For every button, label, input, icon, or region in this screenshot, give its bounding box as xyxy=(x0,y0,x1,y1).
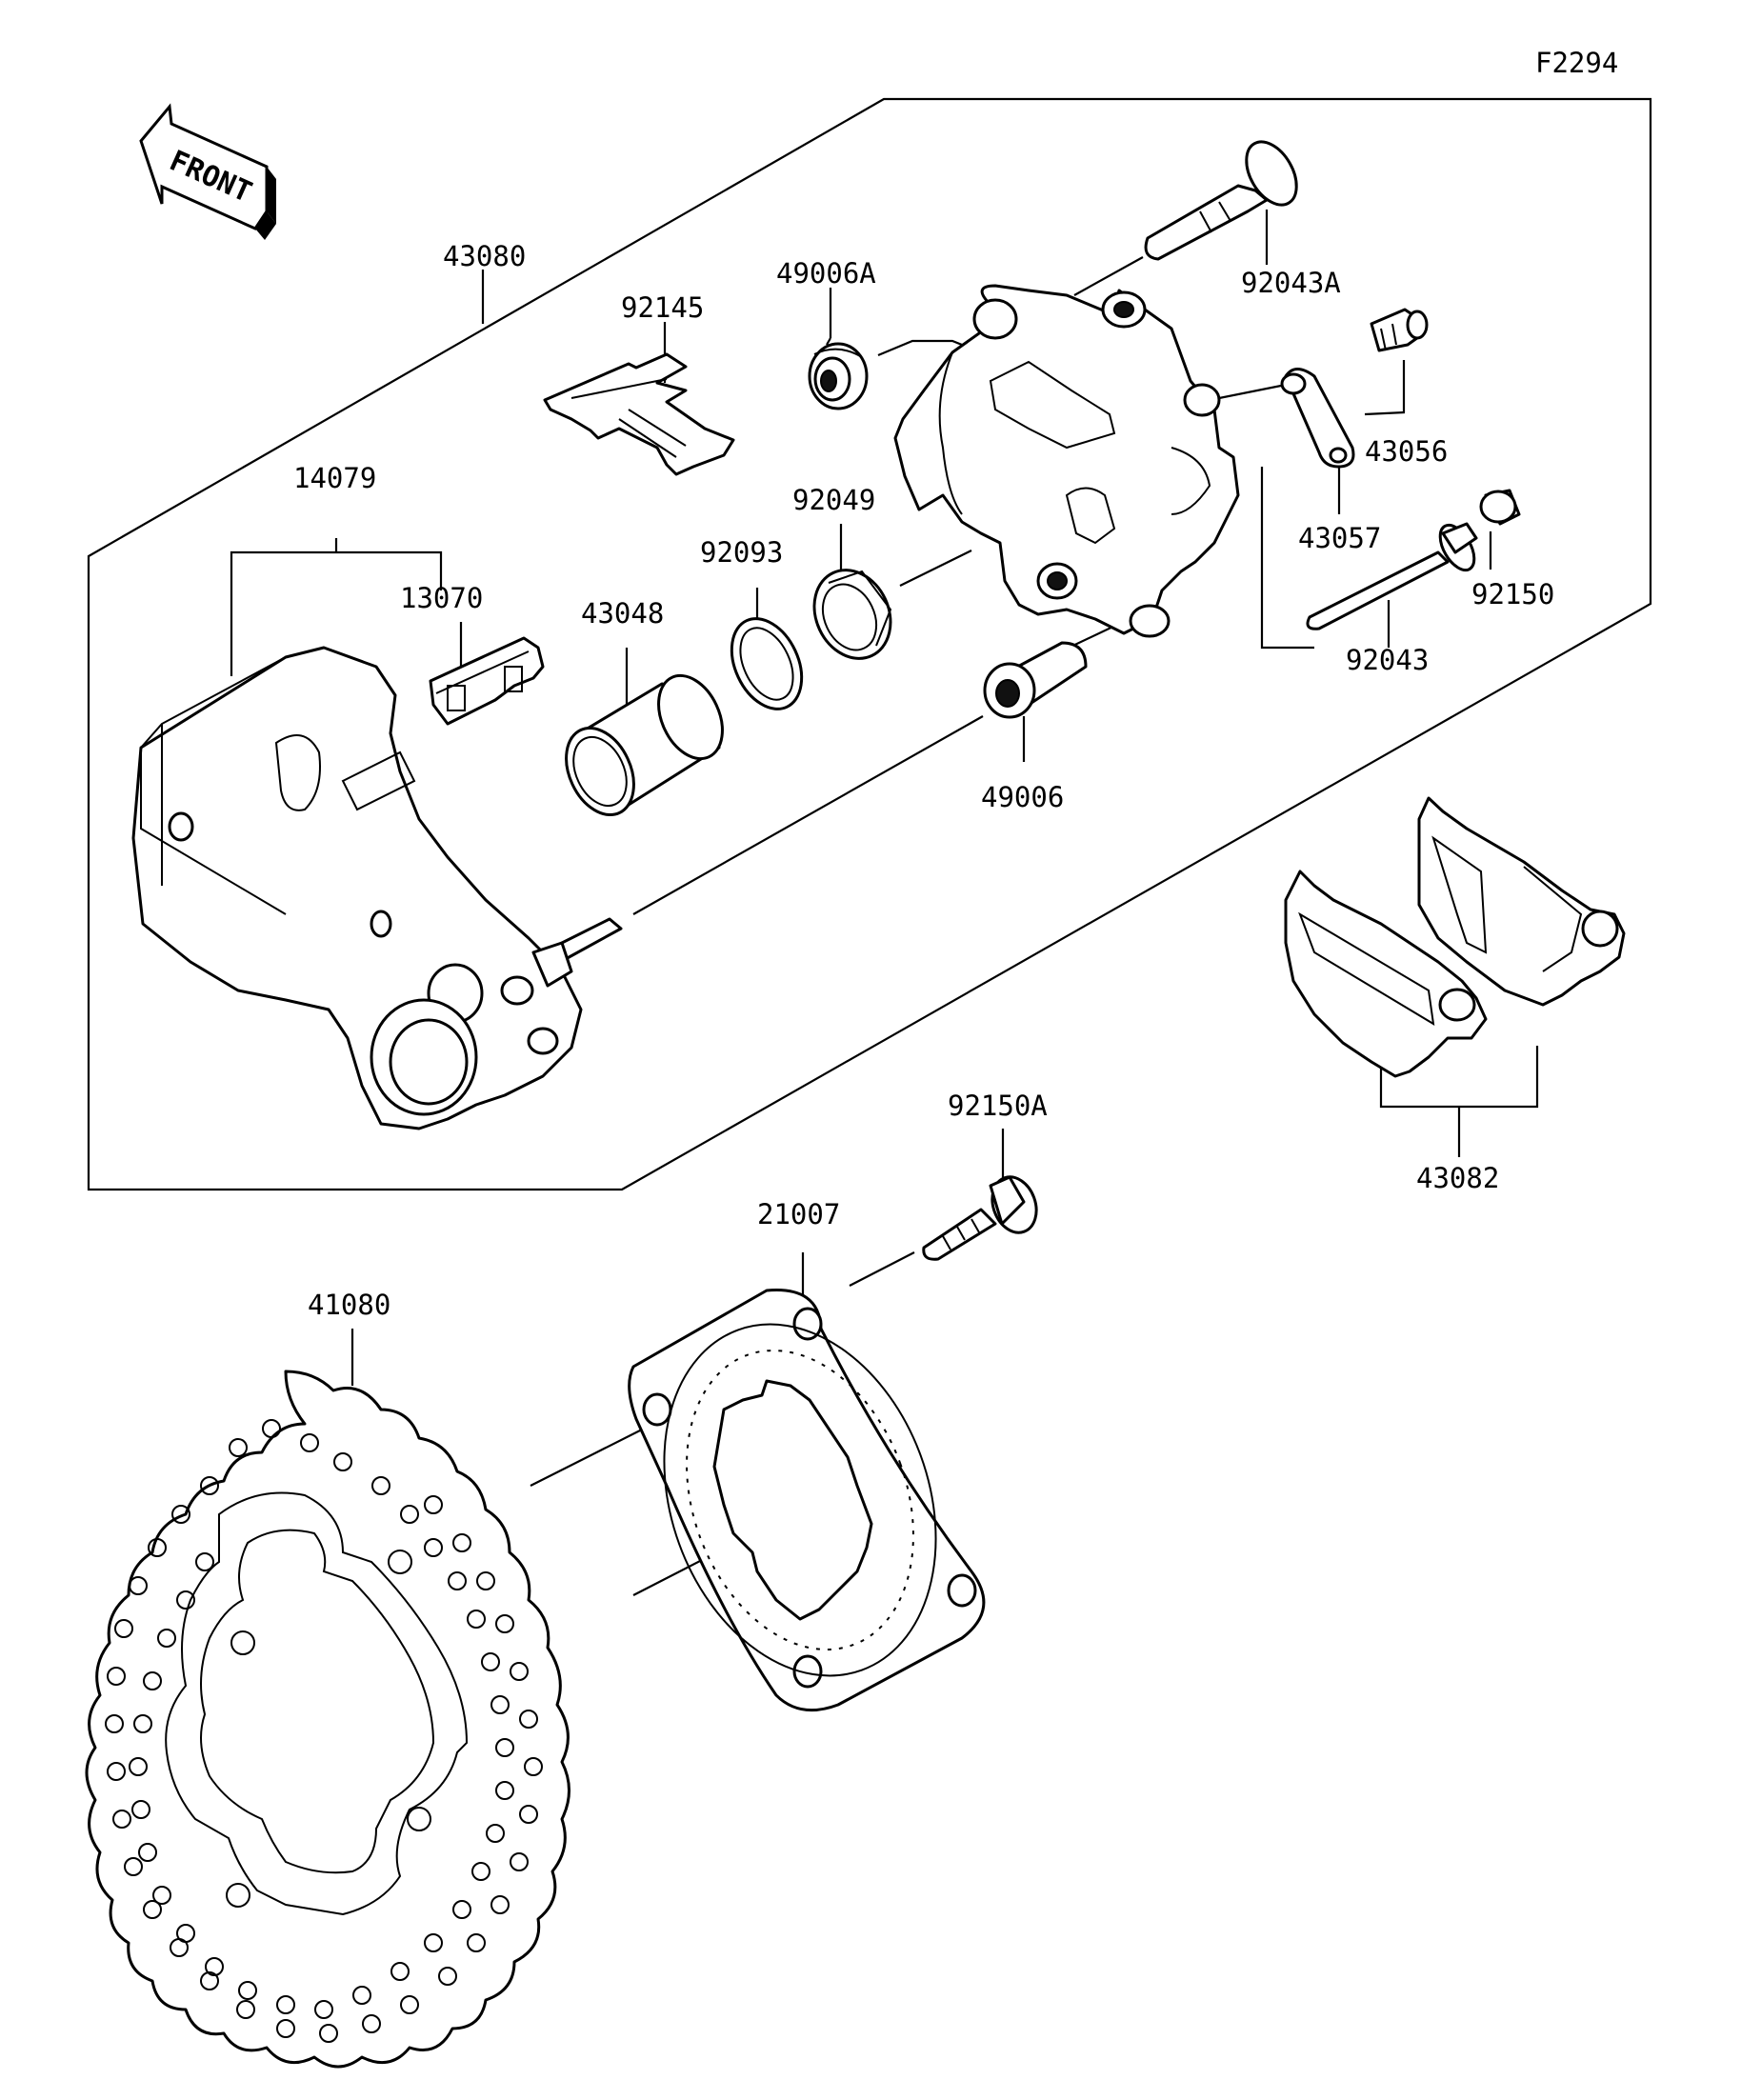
pad-clip-13070 xyxy=(429,636,545,726)
caliper-bracket-14079 xyxy=(131,646,583,1130)
brake-pads-43082 xyxy=(1284,796,1626,1078)
dust-boot-49006 xyxy=(983,641,1088,719)
label-92150A: 92150A xyxy=(948,1090,1048,1122)
dust-seal-92093 xyxy=(730,617,804,710)
label-43082: 43082 xyxy=(1416,1162,1499,1194)
front-arrow-icon: FRONT xyxy=(139,103,276,240)
part-labels: 43080 92145 49006A 92043A 43056 43057 92… xyxy=(293,240,1554,1321)
abs-rotor-21007 xyxy=(628,1289,986,1712)
dust-boot-49006A xyxy=(808,342,869,410)
label-13070: 13070 xyxy=(400,582,483,614)
label-92049: 92049 xyxy=(792,484,875,516)
label-43057: 43057 xyxy=(1298,522,1381,554)
label-92093: 92093 xyxy=(700,536,783,569)
figure-code: F2294 xyxy=(1535,47,1618,79)
piston-43048 xyxy=(565,673,724,817)
bleed-cap-43057 xyxy=(1280,368,1355,469)
pad-spring-92145 xyxy=(543,352,735,476)
label-92043: 92043 xyxy=(1346,644,1429,676)
label-14079: 14079 xyxy=(293,462,376,494)
caliper-assembly-frame xyxy=(87,97,1652,1191)
brake-disc-41080 xyxy=(85,1370,570,2069)
label-21007: 21007 xyxy=(757,1198,840,1230)
bracket-slide-pin xyxy=(531,917,623,988)
bleed-valve-43056 xyxy=(1370,308,1429,352)
pin-cap-92150 xyxy=(1479,489,1521,526)
label-43080: 43080 xyxy=(443,240,526,272)
label-43056: 43056 xyxy=(1365,435,1448,468)
label-92043A: 92043A xyxy=(1241,267,1341,299)
label-43048: 43048 xyxy=(581,597,664,630)
slide-pin-92043 xyxy=(1306,522,1478,630)
slide-pin-92043A xyxy=(1144,140,1298,261)
label-49006A: 49006A xyxy=(776,257,876,290)
disc-bolt-92150A xyxy=(922,1175,1038,1261)
label-41080: 41080 xyxy=(308,1289,390,1321)
caliper-body xyxy=(893,284,1240,638)
disc-holes xyxy=(105,1419,543,2043)
label-92150: 92150 xyxy=(1471,578,1554,610)
label-92145: 92145 xyxy=(621,291,704,324)
label-49006: 49006 xyxy=(981,781,1064,813)
piston-seal-92049 xyxy=(812,569,892,660)
